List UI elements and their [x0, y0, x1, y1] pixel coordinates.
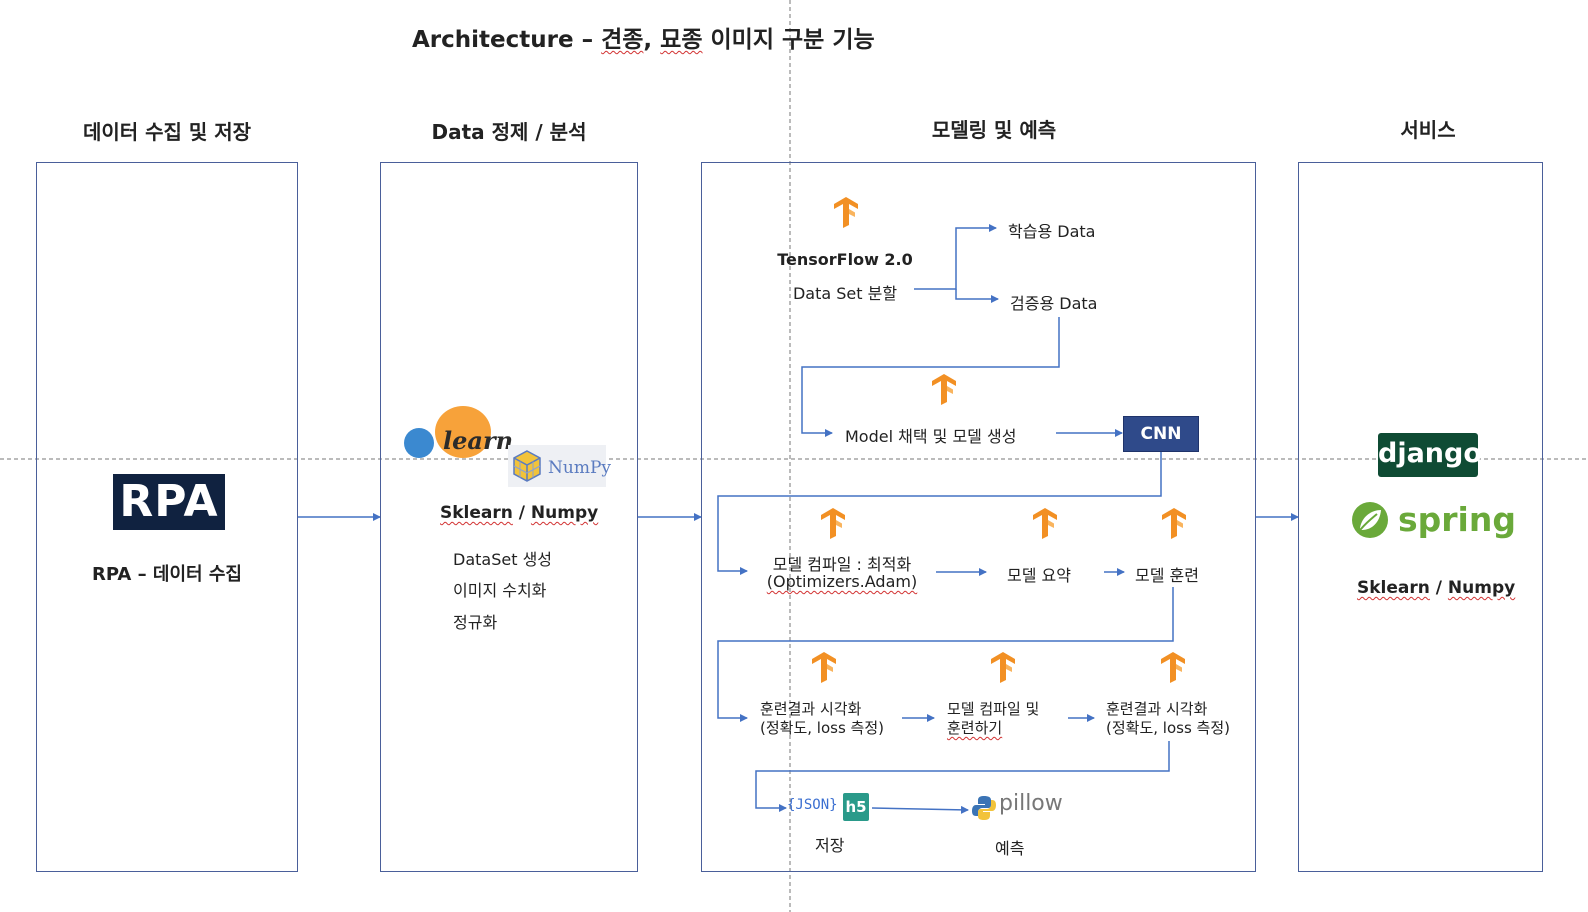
viz2-label: 훈련결과 시각화: [1106, 700, 1208, 718]
clean-step-normalize: 정규화: [453, 613, 498, 632]
column-box-collect: [36, 162, 298, 872]
compile-label: 모델 컴파일 : 최적화: [772, 555, 912, 574]
tensorflow-icon: [817, 506, 849, 546]
model-summary-label: 모델 요약: [1007, 566, 1071, 585]
page-title: Architecture – 견종, 묘종 이미지 구분 기능: [412, 20, 875, 54]
tensorflow-icon: [1029, 506, 1061, 546]
arrow-split-val: [955, 289, 999, 303]
tensorflow-icon: [1158, 506, 1190, 546]
clean-tools-a: Sklearn: [440, 503, 513, 523]
data-split-label: Data Set 분할: [792, 284, 898, 303]
clean-tools-sep: /: [512, 503, 531, 523]
sklearn-logo: learn: [443, 426, 514, 455]
clean-tools-b: Numpy: [530, 503, 599, 523]
clean-tools-label: Sklearn / Numpy: [440, 503, 598, 523]
service-tools-sep: /: [1429, 578, 1448, 598]
tensorflow-icon: [928, 372, 960, 412]
title-korean-a: 견종: [601, 27, 644, 53]
sklearn-blue-dot-icon: [404, 428, 434, 458]
spring-logo: spring: [1398, 500, 1516, 539]
tensorflow-icon: [987, 650, 1019, 690]
arrow-viz2-to-save: [755, 741, 1170, 812]
service-tools-a: Sklearn: [1357, 578, 1430, 598]
cnn-box: CNN: [1123, 416, 1199, 452]
arrow-split-train: [914, 224, 997, 290]
title-prefix: Architecture –: [412, 27, 602, 53]
column-heading-model: 모델링 및 예측: [931, 118, 1057, 142]
tensorflow-icon: [1157, 650, 1189, 690]
title-sep: ,: [643, 27, 661, 53]
column-box-service: [1298, 162, 1543, 872]
title-korean-b: 묘종: [660, 27, 703, 53]
train-data-label: 학습용 Data: [1008, 222, 1096, 241]
tensorflow-icon: [808, 650, 840, 690]
column-heading-collect: 데이터 수집 및 저장: [82, 120, 252, 144]
rpa-logo: RPA: [113, 474, 225, 530]
clean-step-dataset: DataSet 생성: [453, 550, 553, 569]
retrain-label-2: 훈련하기: [947, 719, 1003, 737]
val-data-label: 검증용 Data: [1010, 294, 1098, 313]
service-tools-label: Sklearn / Numpy: [1357, 578, 1515, 598]
json-logo: {JSON}: [787, 797, 838, 813]
tf-title: TensorFlow 2.0: [777, 250, 913, 269]
model-train-label: 모델 훈련: [1135, 566, 1199, 585]
column-box-model: [701, 162, 1256, 872]
model-select-label: Model 채택 및 모델 생성: [845, 427, 1017, 446]
compile-optimizer-label: (Optimizers.Adam): [766, 572, 918, 591]
service-tools-b: Numpy: [1447, 578, 1516, 598]
pillow-logo: pillow: [999, 791, 1063, 816]
retrain-label: 모델 컴파일 및: [947, 700, 1040, 718]
numpy-logo: NumPy: [548, 458, 611, 478]
clean-step-numeric: 이미지 수치화: [453, 581, 547, 600]
column-heading-service: 서비스: [1400, 118, 1456, 142]
column-heading-clean: Data 정제 / 분석: [431, 120, 587, 144]
arrow-train-to-viz: [717, 587, 1174, 722]
arrow-val-to-model: [801, 317, 1060, 437]
numpy-cube-icon: [512, 449, 542, 483]
tensorflow-icon: [830, 195, 862, 235]
viz1-label: 훈련결과 시각화: [760, 700, 862, 718]
h5-logo: h5: [843, 793, 869, 821]
arrow-save-to-predict: [871, 805, 969, 814]
predict-label: 예측: [995, 839, 1025, 858]
column-box-clean: [380, 162, 638, 872]
rpa-caption: RPA – 데이터 수집: [92, 564, 242, 585]
arrow-cnn-to-compile: [717, 451, 1162, 575]
django-logo: django: [1378, 433, 1482, 477]
spring-leaf-icon: [1350, 500, 1390, 540]
save-label: 저장: [815, 836, 845, 855]
python-icon: [972, 795, 996, 821]
sklearn-orange-blob-icon: [435, 406, 491, 458]
title-rest: 이미지 구분 기능: [702, 27, 875, 53]
viz1-metric-label: (정확도, loss 측정): [760, 719, 884, 737]
viz2-metric-label: (정확도, loss 측정): [1106, 719, 1230, 737]
